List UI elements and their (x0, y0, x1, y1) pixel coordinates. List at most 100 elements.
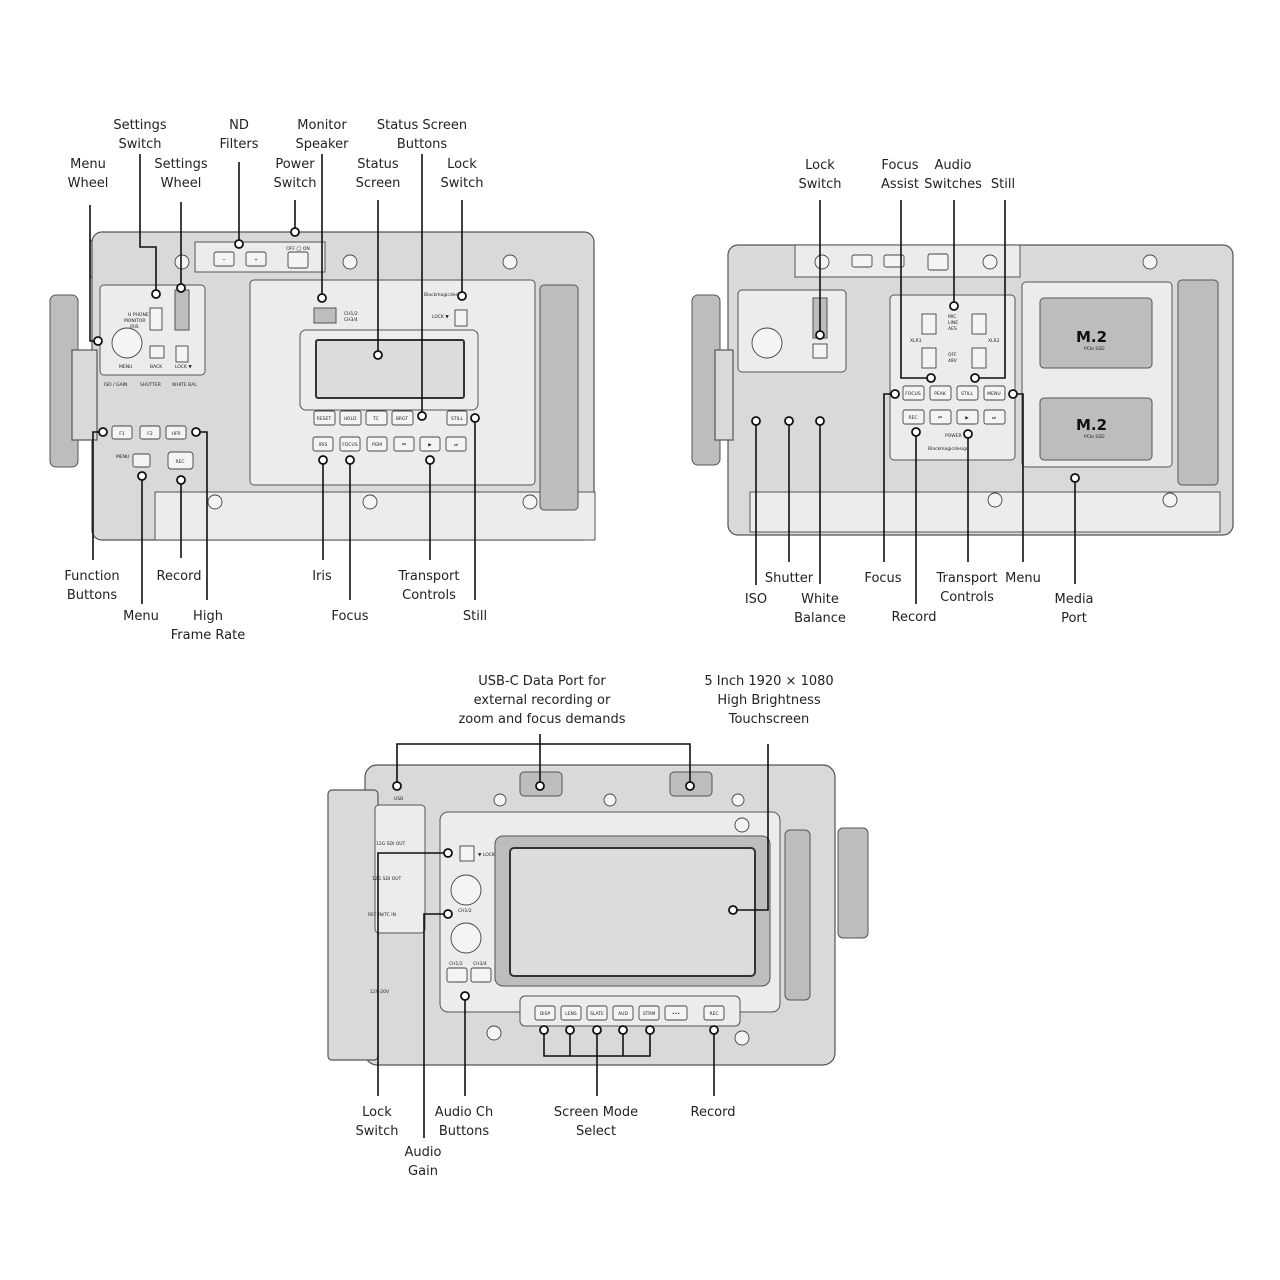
side-focus-button[interactable] (902, 385, 925, 401)
menu-wheel[interactable] (111, 327, 143, 359)
side-next-button[interactable] (983, 409, 1006, 425)
label-white-balance: White Balance (794, 592, 846, 626)
side-rec-button[interactable] (902, 409, 925, 425)
rear-screw (493, 793, 507, 807)
side-button-row-1: FOCUS PEAK STILL MENU (902, 385, 1006, 401)
leader-dot (1008, 389, 1018, 399)
camera-front-view: − + OFF ◯ ON H PHONE MONITOR IRIS MENU B… (49, 231, 596, 541)
prev-button[interactable] (393, 436, 415, 452)
next-button[interactable] (445, 436, 467, 452)
m2-slot-bottom (1039, 397, 1153, 461)
aud-button[interactable] (612, 1005, 634, 1021)
leader-dot (191, 427, 201, 437)
ch12-button[interactable] (446, 967, 468, 983)
hfr-button[interactable] (165, 425, 187, 440)
rear-lock-switch[interactable] (459, 845, 475, 862)
ch34-gain-knob[interactable] (450, 922, 482, 954)
front-power-switch[interactable] (287, 251, 309, 269)
side-nd-minus[interactable] (851, 254, 873, 268)
front-lock-label: LOCK ▼ (432, 314, 449, 320)
nd-minus-button[interactable] (213, 251, 235, 267)
camera-rear-view: 12G SDI OUT 12G SDI OUT REF IN/TC IN 12V… (327, 764, 869, 1066)
f2-button[interactable] (139, 425, 161, 440)
label-high-frame-rate: High Frame Rate (170, 609, 246, 643)
side-play-button[interactable] (956, 409, 979, 425)
side-prev-button[interactable] (929, 409, 952, 425)
label-side-menu: Menu (1005, 571, 1041, 586)
rear-leader-dots (392, 781, 738, 1035)
side-nd-plus[interactable] (883, 254, 905, 268)
rear-ch34-label: CH3/4 (473, 961, 487, 967)
status-button[interactable] (313, 410, 336, 426)
side-row1-label: MENU (987, 391, 1000, 397)
disp-button[interactable] (534, 1005, 556, 1021)
front-brand-label: Blackmagicdesign (424, 292, 465, 298)
ch12-gain-knob[interactable] (450, 874, 482, 906)
more-button[interactable] (664, 1005, 688, 1021)
status-button[interactable] (339, 410, 362, 426)
front-rec-button[interactable] (167, 451, 194, 470)
leader-dot (815, 330, 825, 340)
side-menu-wheel[interactable] (751, 327, 783, 359)
label-media-port: Media Port (1054, 592, 1094, 626)
leader-dot (443, 848, 453, 858)
strm-button[interactable] (638, 1005, 660, 1021)
focus-button[interactable] (339, 436, 361, 452)
label-audio-ch-buttons: Audio Ch Buttons (434, 1105, 494, 1139)
nd-minus-label: − (222, 258, 226, 263)
xlr1-switch[interactable] (921, 313, 937, 335)
prev-btn-label: ⏮ (402, 443, 406, 448)
leader-dot (911, 427, 921, 437)
side-lock-small[interactable] (812, 343, 828, 359)
pgm-button[interactable] (366, 436, 388, 452)
label-side-still: Still (990, 177, 1016, 192)
side-still-button[interactable] (956, 385, 979, 401)
side-menu-button[interactable] (983, 385, 1006, 401)
ref-tc-label: REF IN/TC IN (368, 912, 396, 918)
leader-dot (728, 905, 738, 915)
leader-dot (685, 781, 695, 791)
side-right-door (1177, 279, 1219, 486)
front-leader-lines (89, 154, 480, 604)
off-label: OFF (948, 352, 957, 358)
iris-button[interactable] (312, 436, 334, 452)
back-button[interactable] (149, 345, 165, 359)
front-lock-switch[interactable] (454, 309, 468, 327)
side-power-switch[interactable] (927, 253, 949, 271)
pcie-label-top: PCIe SSD (1084, 346, 1105, 352)
xlr2-switch[interactable] (971, 313, 987, 335)
ch34-button[interactable] (470, 967, 492, 983)
leader-dot (592, 1025, 602, 1035)
touchscreen (509, 847, 756, 977)
front-screw (502, 254, 518, 270)
status-button-label: BRGT (396, 416, 409, 422)
rec-label: REC (175, 459, 184, 465)
status-button[interactable] (365, 410, 388, 426)
side-bottom-plate (749, 491, 1221, 533)
rear-screw (731, 793, 745, 807)
rear-rec-button[interactable] (703, 1005, 725, 1021)
still-button[interactable] (446, 410, 468, 426)
label-lock-switch: Lock Switch (440, 157, 484, 191)
peak-button[interactable] (929, 385, 952, 401)
xlr2-phantom-switch[interactable] (971, 347, 987, 369)
iso-gain-label: ISO / GAIN (104, 382, 127, 388)
leader-dot (137, 471, 147, 481)
front-menu-button[interactable] (132, 453, 151, 468)
settings-switch[interactable] (149, 307, 163, 331)
leader-dot (151, 289, 161, 299)
off-on-label: OFF ◯ ON (286, 246, 310, 252)
status-button[interactable] (391, 410, 414, 426)
play-button[interactable] (419, 436, 441, 452)
xlr1-phantom-switch[interactable] (921, 347, 937, 369)
nd-plus-button[interactable] (245, 251, 267, 267)
front-lock-small[interactable] (175, 345, 189, 363)
f1-button[interactable] (111, 425, 133, 440)
lens-button[interactable] (560, 1005, 582, 1021)
side-button-row-2: REC ⏮ ▶ ⏭ (902, 409, 1006, 425)
status-button-label: HOLD (344, 416, 357, 422)
slate-button[interactable] (586, 1005, 608, 1021)
settings-wheel[interactable] (174, 289, 190, 331)
status-button-label: RESET (317, 416, 332, 422)
menu-btn-label: MENU (116, 454, 129, 460)
